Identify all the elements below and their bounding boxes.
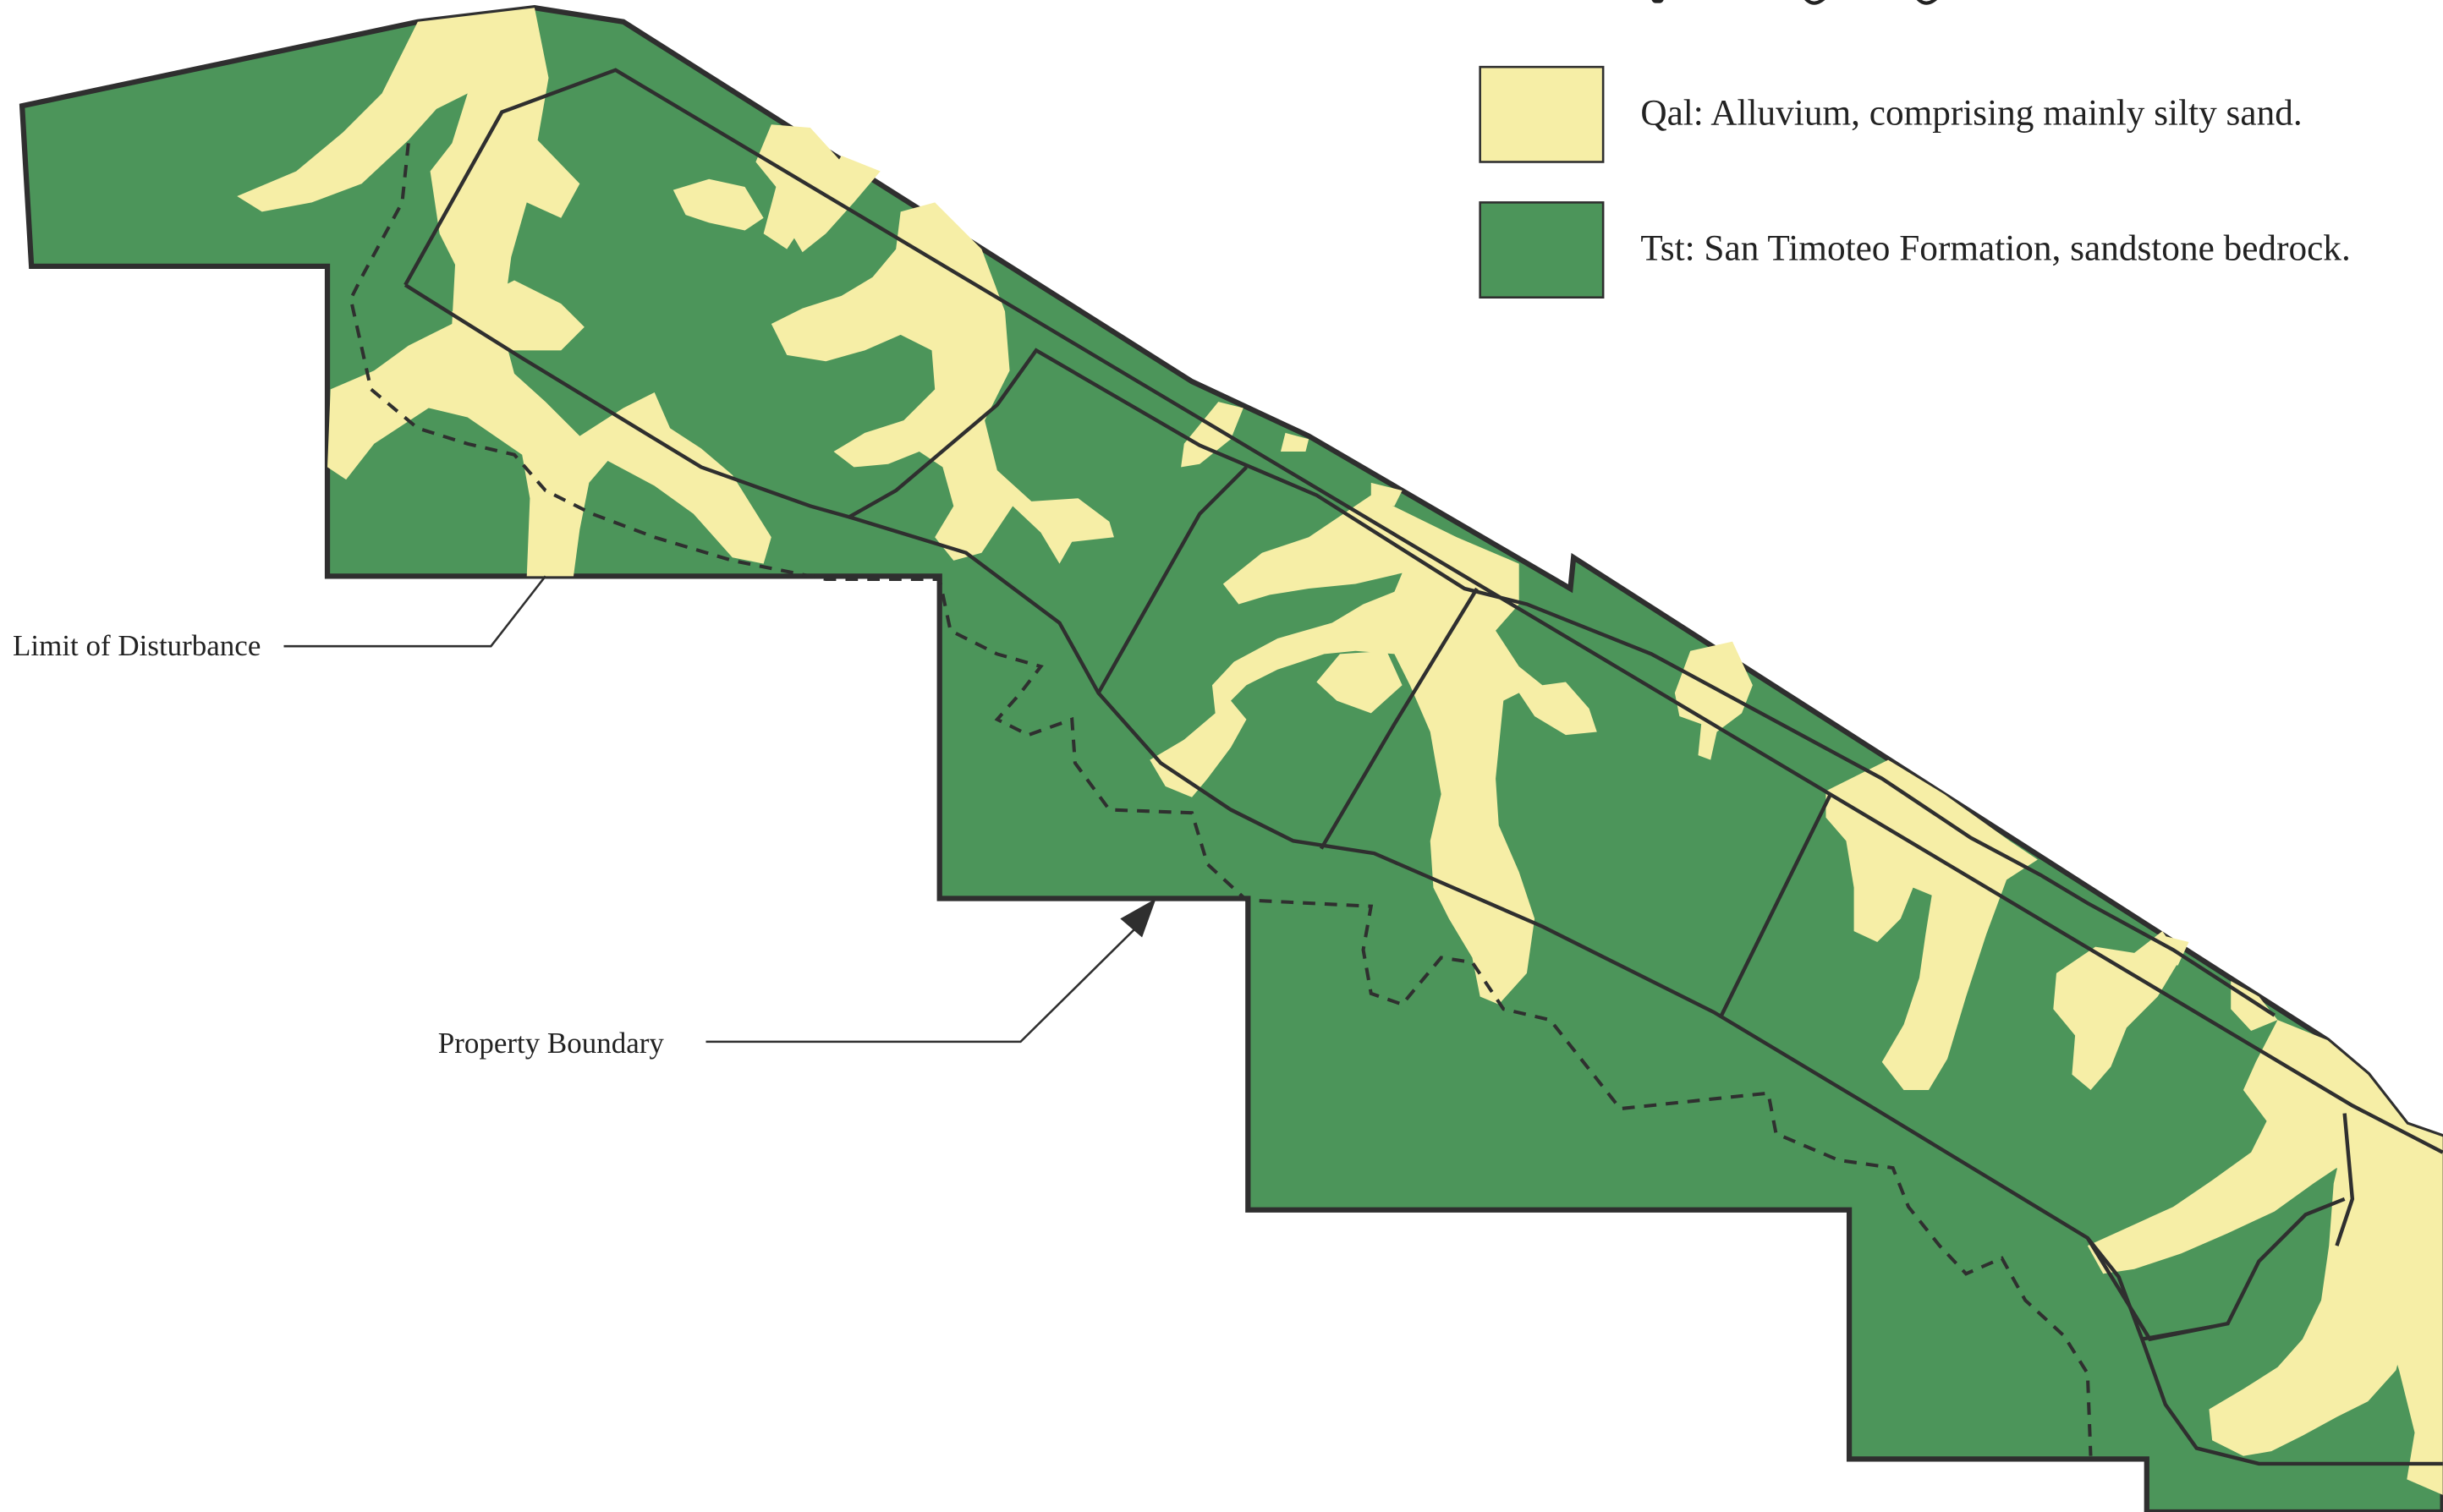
callout-property-boundary: Property Boundary xyxy=(438,898,1156,1060)
callout-label-property-boundary: Property Boundary xyxy=(438,1027,665,1060)
legend-label-qal: Qal: Alluvium, comprising mainly silty s… xyxy=(1640,92,2302,133)
limit-of-disturbance-line xyxy=(349,143,2093,1456)
legend-label-tst: Tst: San Timoteo Formation, sandstone be… xyxy=(1640,228,2350,269)
property-boundary-area xyxy=(19,5,2443,1512)
legend-item-tst: Tst: San Timoteo Formation, sandstone be… xyxy=(1479,201,2351,299)
callout-leader-line xyxy=(283,575,546,648)
arrowhead-icon xyxy=(1120,898,1156,938)
legend-item-qal: Qal: Alluvium, comprising mainly silty s… xyxy=(1479,65,2303,163)
grading-lines xyxy=(404,68,2443,1466)
callout-limit-of-disturbance: Limit of Disturbance xyxy=(13,575,546,662)
callout-label-limit-of-disturbance: Limit of Disturbance xyxy=(13,629,261,662)
legend-swatch-qal xyxy=(1479,65,1605,163)
callout-leader-line xyxy=(705,918,1146,1044)
legend-swatch-tst xyxy=(1479,201,1605,299)
legend-header-fragment xyxy=(1651,0,1937,5)
legend: Qal: Alluvium, comprising mainly silty s… xyxy=(1479,65,2351,299)
